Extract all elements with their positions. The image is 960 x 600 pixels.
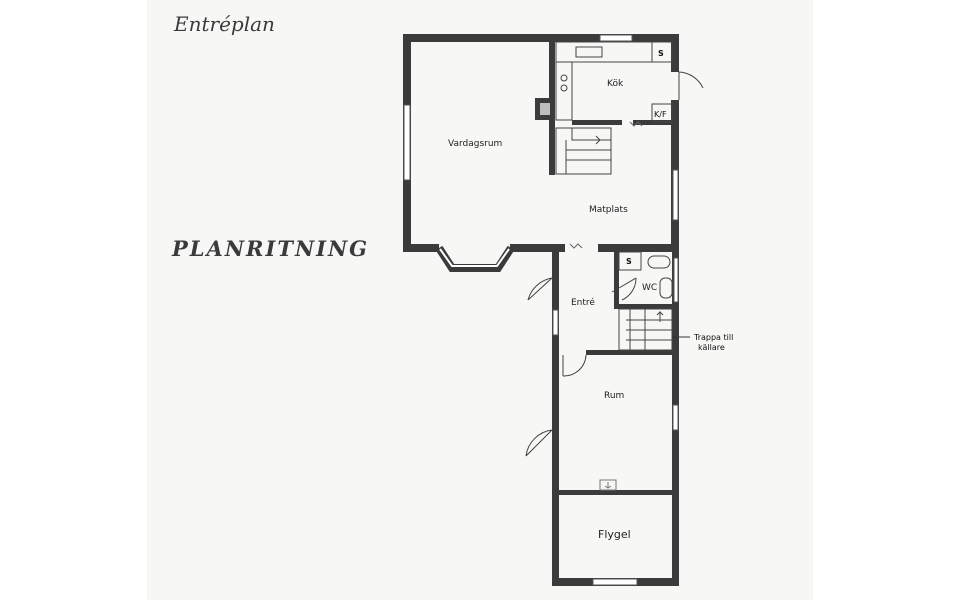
floorplan-sheet xyxy=(147,0,813,600)
wall-top xyxy=(403,34,679,42)
kitchen-counter xyxy=(555,41,673,123)
stove-burner xyxy=(560,74,568,82)
stairs-up xyxy=(555,127,612,175)
door-kok xyxy=(678,71,704,100)
window-wc xyxy=(673,257,679,303)
room-label-wc: WC xyxy=(642,283,657,293)
window-kok xyxy=(599,34,633,42)
wall-wc-left xyxy=(614,244,619,306)
window-rum xyxy=(672,404,679,431)
fridge-freezer xyxy=(651,103,673,123)
wc-basin xyxy=(647,255,671,269)
wall-kitchen-left-lower xyxy=(549,120,555,175)
floor-title: Entréplan xyxy=(174,12,275,36)
cabinet-s-kok xyxy=(651,41,673,63)
window-vardagsrum xyxy=(403,104,411,181)
wall-flygel-top xyxy=(555,490,675,495)
room-label-matplats: Matplats xyxy=(589,205,628,215)
door-rum-inner xyxy=(562,354,587,377)
fixture-label-kf: K/F xyxy=(654,110,667,119)
cabinet-s-wc xyxy=(618,251,642,271)
fixture-label-s-kok: S xyxy=(658,49,664,58)
window-flygel xyxy=(592,578,638,586)
plan-title: PLANRITNING xyxy=(172,236,370,261)
wall-right-upper xyxy=(671,34,679,72)
vent-marker xyxy=(599,479,617,491)
wall-bottom-left xyxy=(403,244,439,252)
wall-rum-top xyxy=(586,350,676,355)
stairs-annotation-line1: Trappa till xyxy=(693,333,733,342)
wall-bottom-right xyxy=(598,244,679,252)
opening-marker-1 xyxy=(569,243,583,249)
room-label-kok: Kök xyxy=(607,79,624,89)
opening-marker-2 xyxy=(629,121,643,127)
windows xyxy=(403,34,679,586)
room-label-entre: Entré xyxy=(571,297,595,308)
walls xyxy=(403,34,679,586)
wc-toilet xyxy=(659,277,673,299)
wc-fixtures xyxy=(618,251,673,299)
wall-corridor-left xyxy=(552,252,559,586)
room-label-vardagsrum: Vardagsrum xyxy=(448,139,502,149)
stove-burner xyxy=(560,84,568,92)
fireplace-opening xyxy=(540,103,550,115)
room-label-rum: Rum xyxy=(604,391,624,401)
wall-kitchen-bottom xyxy=(572,120,622,125)
fixture-label-s-wc: S xyxy=(626,257,632,266)
door-wc xyxy=(611,277,637,301)
wall-bottom-mid xyxy=(510,244,565,252)
window-entre xyxy=(552,309,559,336)
doors xyxy=(525,71,704,457)
wall-kitchen-left xyxy=(549,34,555,98)
bay-window xyxy=(435,245,515,272)
door-entre xyxy=(527,277,553,301)
window-matplats xyxy=(672,169,679,221)
kitchen-sink xyxy=(575,46,603,58)
wall-wc-bottom xyxy=(614,304,674,309)
stairs-annotation-line2: källare xyxy=(698,343,725,352)
room-label-flygel: Flygel xyxy=(598,528,631,541)
stairs-basement xyxy=(618,308,690,351)
door-rum xyxy=(525,429,553,457)
